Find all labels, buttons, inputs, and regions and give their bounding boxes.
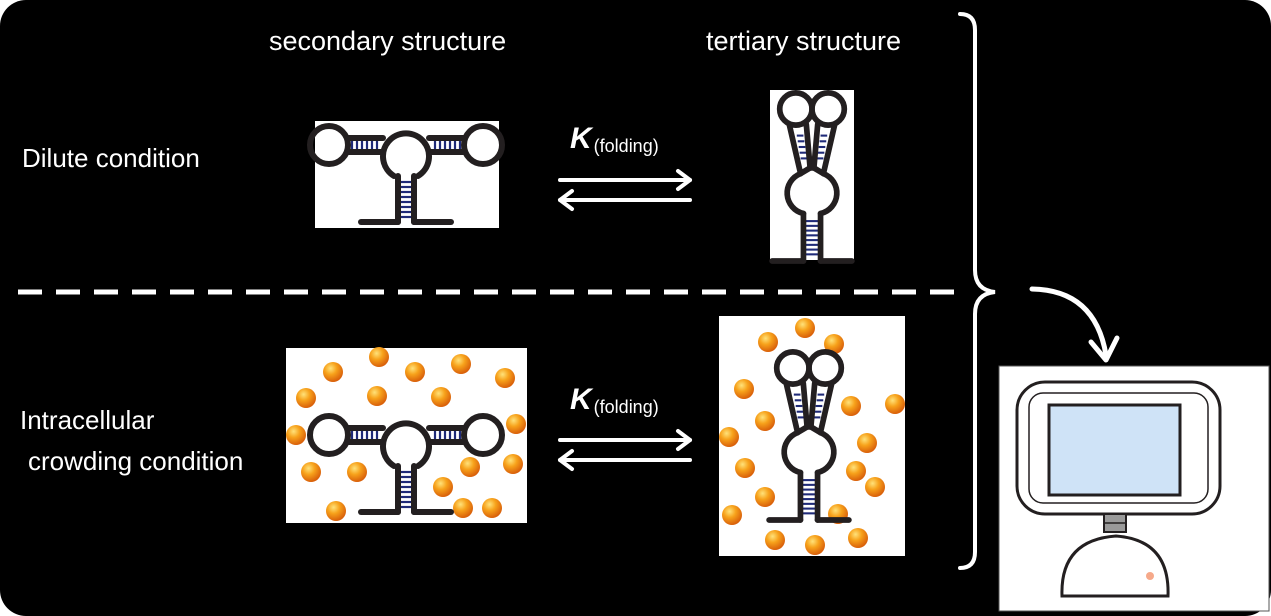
crowding-condition-label-line1: Intracellular xyxy=(20,405,155,435)
grouping-brace xyxy=(958,12,996,570)
equilibrium-arrows-crowding xyxy=(558,429,692,471)
computer-icon xyxy=(998,365,1270,612)
k-subscript: (folding) xyxy=(593,136,659,156)
k-symbol: K xyxy=(570,383,592,416)
curved-arrow-to-computer xyxy=(1029,286,1120,363)
monitor-screen xyxy=(1047,403,1182,497)
k-folding-label-dilute: K(folding) xyxy=(570,122,659,157)
secondary-structure-heading: secondary structure xyxy=(269,26,507,56)
secondary-structure-crowding-image xyxy=(286,347,527,523)
tertiary-structure-dilute-image xyxy=(770,90,854,261)
tertiary-structure-crowding-image xyxy=(719,316,905,556)
k-symbol: K xyxy=(570,122,592,155)
k-subscript: (folding) xyxy=(593,397,659,417)
k-folding-label-crowding: K(folding) xyxy=(570,383,659,418)
equilibrium-arrows-dilute xyxy=(558,169,692,211)
dilute-condition-label: Dilute condition xyxy=(22,143,200,173)
crowder-molecules xyxy=(286,347,526,521)
crowder-molecules xyxy=(719,318,905,555)
computer-base xyxy=(1060,534,1170,598)
secondary-structure-dilute-image xyxy=(310,121,502,228)
crowding-condition-label-line2: crowding condition xyxy=(28,446,244,476)
tertiary-structure-heading: tertiary structure xyxy=(706,26,902,56)
